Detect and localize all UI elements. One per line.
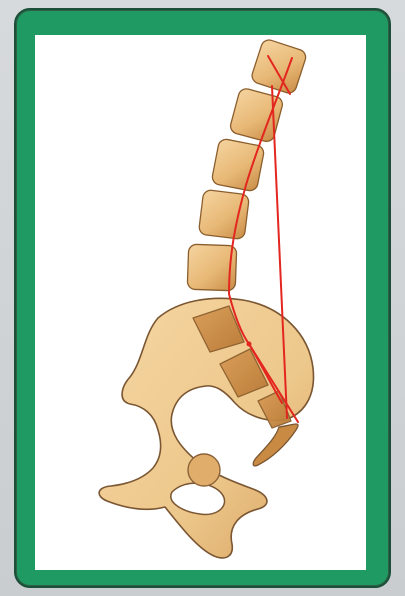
- acetabulum: [188, 454, 220, 486]
- sacral-point: [247, 342, 252, 347]
- vertebra-2: [229, 87, 284, 143]
- vertebrae: [187, 38, 307, 291]
- coccyx: [253, 424, 298, 466]
- vertebra-3: [211, 138, 265, 192]
- vertebra-1: [250, 38, 308, 95]
